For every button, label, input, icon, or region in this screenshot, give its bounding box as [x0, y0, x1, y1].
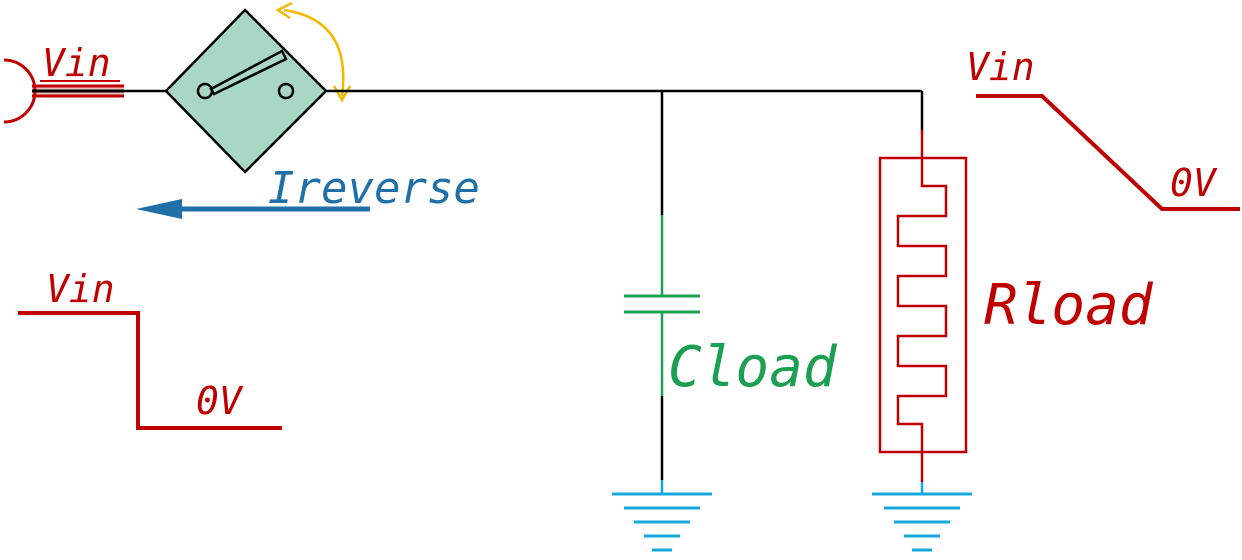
- capacitor-icon: [624, 215, 700, 396]
- rload-label: Rload: [984, 273, 1154, 338]
- waveform-ramp-down: [976, 94, 1240, 211]
- vin-left-wave-label: Vin: [46, 267, 115, 311]
- vin-right-wave-label: Vin: [966, 45, 1035, 89]
- vin-input-label: Vin: [42, 41, 111, 85]
- ground-icon: [872, 482, 972, 552]
- relay-switch-icon: [164, 8, 328, 174]
- zero-right-wave-label: 0V: [1170, 161, 1218, 205]
- waveform-step-down: [18, 311, 282, 430]
- reverse-current-arrow-icon: [136, 199, 370, 219]
- ireverse-label: Ireverse: [268, 163, 480, 214]
- zero-left-wave-label: 0V: [196, 379, 244, 423]
- input-connector: [3, 58, 124, 124]
- ground-icon: [612, 480, 712, 552]
- resistor-icon: [878, 130, 968, 482]
- cload-label: Cload: [668, 335, 838, 400]
